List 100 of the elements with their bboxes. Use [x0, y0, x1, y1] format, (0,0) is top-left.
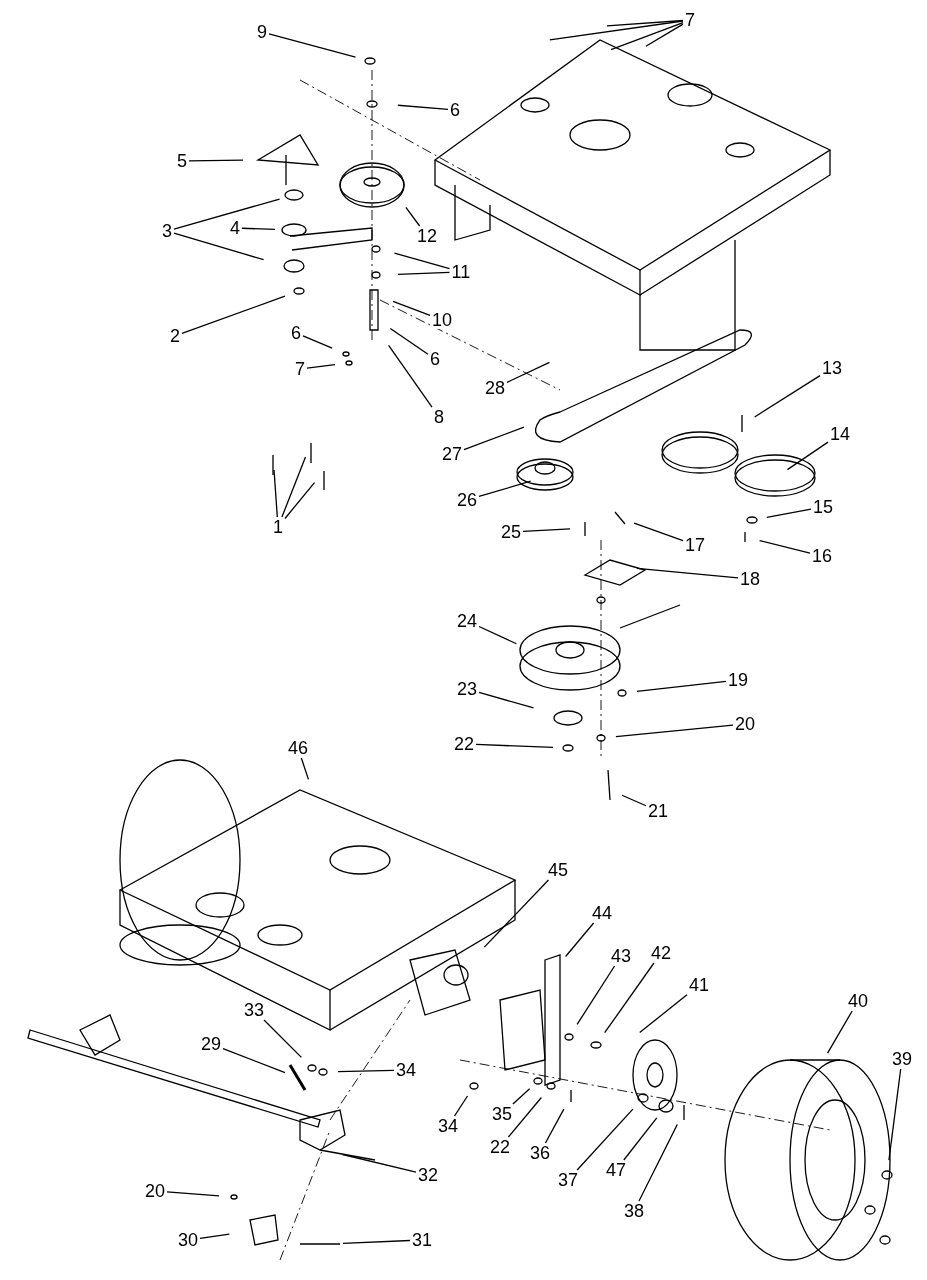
leader-line [604, 962, 655, 1034]
leader-line [173, 232, 265, 261]
callout-number: 20 [144, 1182, 167, 1200]
callout-number: 22 [489, 1138, 512, 1156]
callout-number: 33 [243, 1001, 266, 1019]
callout-number: 1 [272, 518, 284, 536]
callout-number: 24 [456, 612, 479, 630]
leader-line [173, 198, 281, 230]
callout-number: 38 [623, 1202, 646, 1220]
callout-number: 6 [429, 350, 441, 368]
callout-number: 25 [500, 523, 523, 541]
callout-number: 35 [491, 1105, 514, 1123]
leader-line [342, 1239, 411, 1244]
leader-line [397, 271, 451, 276]
leader-line [263, 1019, 303, 1059]
callout-number: 5 [176, 152, 188, 170]
callout-number: 22 [453, 735, 476, 753]
callout-number: 8 [433, 408, 445, 426]
leader-line [544, 1108, 565, 1144]
leader-line [387, 344, 433, 408]
callout-number: 31 [411, 1231, 434, 1249]
leader-line [453, 1095, 469, 1117]
leader-line [576, 965, 616, 1026]
callout-number: 10 [431, 311, 454, 329]
leader-line [300, 757, 310, 780]
callout-number: 15 [812, 498, 835, 516]
leader-line [766, 508, 812, 518]
leader-line [576, 1108, 634, 1171]
callout-number: 47 [605, 1161, 628, 1179]
callout-number: 34 [437, 1117, 460, 1135]
callout-number: 28 [484, 379, 507, 397]
callout-number: 41 [688, 976, 711, 994]
leader-line [786, 441, 829, 471]
callout-number: 7 [294, 360, 306, 378]
leader-line [389, 327, 429, 355]
leader-line [188, 159, 244, 162]
leader-line [302, 335, 333, 349]
leader-line [606, 19, 684, 27]
leader-line [284, 481, 316, 520]
callout-number: 32 [417, 1166, 440, 1184]
leader-line [636, 567, 739, 579]
callout-number: 46 [287, 739, 310, 757]
callout-number: 34 [395, 1061, 418, 1079]
callout-number: 16 [811, 547, 834, 565]
callout-number: 40 [847, 992, 870, 1010]
callout-number: 6 [290, 324, 302, 342]
callout-number: 37 [557, 1171, 580, 1189]
leader-line [888, 1068, 902, 1161]
callout-number: 44 [591, 904, 614, 922]
leader-line [393, 252, 451, 270]
leader-line [478, 480, 532, 498]
leader-line [273, 469, 278, 518]
callout-number: 23 [456, 680, 479, 698]
leader-line [610, 22, 684, 51]
leader-line [638, 1123, 678, 1202]
leader-line [405, 206, 421, 227]
leader-line [645, 23, 684, 47]
callout-number: 12 [416, 227, 439, 245]
callout-number: 6 [449, 101, 461, 119]
leader-line [633, 522, 684, 542]
leader-line [463, 426, 525, 451]
callout-number: 14 [829, 425, 852, 443]
leader-line [758, 539, 811, 554]
callout-number: 7 [684, 11, 696, 29]
leader-line [341, 1153, 417, 1173]
leader-line [478, 691, 535, 709]
leader-line [268, 33, 357, 58]
leader-line [478, 625, 517, 645]
leader-line [222, 1048, 286, 1074]
leader-line [639, 994, 688, 1034]
leader-line [549, 20, 684, 41]
callout-number: 29 [200, 1035, 223, 1053]
leader-line [392, 300, 431, 317]
callout-number: 45 [547, 861, 570, 879]
callout-number: 4 [229, 219, 241, 237]
callout-number: 43 [610, 947, 633, 965]
leader-line [506, 361, 551, 383]
callout-number: 18 [739, 570, 762, 588]
leader-line [564, 922, 595, 958]
callout-number: 42 [650, 944, 673, 962]
leader-line [181, 295, 286, 335]
callout-number: 13 [821, 359, 844, 377]
callout-number: 21 [647, 802, 670, 820]
leader-line [166, 1191, 220, 1197]
callout-number: 20 [734, 715, 757, 733]
callout-number: 17 [684, 536, 707, 554]
leader-line [241, 227, 276, 231]
leader-line [636, 680, 727, 692]
callout-number: 36 [529, 1144, 552, 1162]
leader-line [826, 1010, 853, 1054]
callout-number: 19 [727, 671, 750, 689]
callout-number: 11 [450, 263, 472, 281]
leader-line [623, 1117, 658, 1161]
leader-line [199, 1233, 230, 1239]
leader-line [615, 724, 734, 738]
leader-line [507, 1096, 543, 1138]
leader-line [754, 374, 821, 418]
callout-number: 3 [161, 222, 173, 240]
leader-line [512, 1088, 531, 1105]
callout-number: 26 [456, 491, 479, 509]
